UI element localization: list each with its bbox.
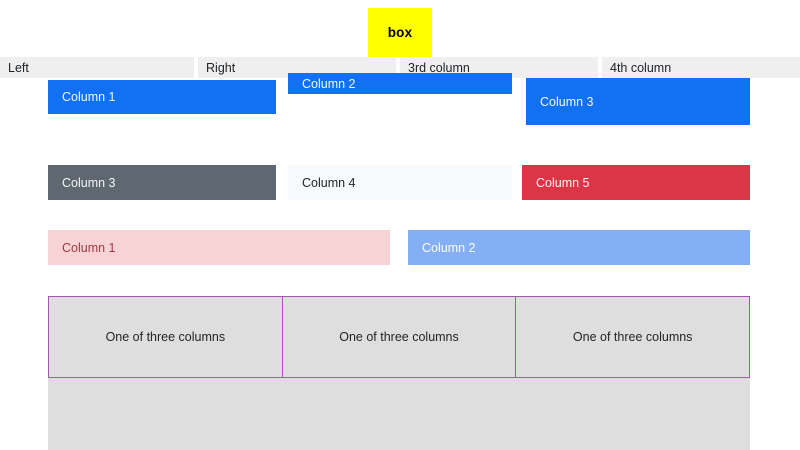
header-cell-right: Right [198, 57, 397, 78]
row2-column-5-bar: Column 5 [522, 165, 750, 200]
row2-column-4-bar: Column 4 [288, 165, 512, 200]
row1-column-3-bar: Column 3 [526, 78, 750, 125]
row3-column-2-bar: Column 2 [408, 230, 750, 265]
three-column-cell-3: One of three columns [516, 296, 751, 378]
header-cell-4th-column: 4th column [602, 57, 800, 78]
three-column-cell-1: One of three columns [48, 296, 283, 378]
three-column-cell-2: One of three columns [282, 296, 517, 378]
row1-column-2-bar: Column 2 [288, 73, 512, 94]
filler-panel [48, 378, 750, 450]
three-column-grid: One of three columns One of three column… [48, 296, 751, 378]
row3-column-1-bar: Column 1 [48, 230, 390, 265]
row2-column-3-bar: Column 3 [48, 165, 276, 200]
row1-column-1-bar: Column 1 [48, 80, 276, 114]
header-cell-left: Left [0, 57, 195, 78]
yellow-box: box [368, 8, 432, 57]
top-box-container: box [0, 0, 800, 57]
header-cell-3rd-column: 3rd column [400, 57, 598, 78]
header-row: Left Right 3rd column 4th column [0, 57, 800, 78]
